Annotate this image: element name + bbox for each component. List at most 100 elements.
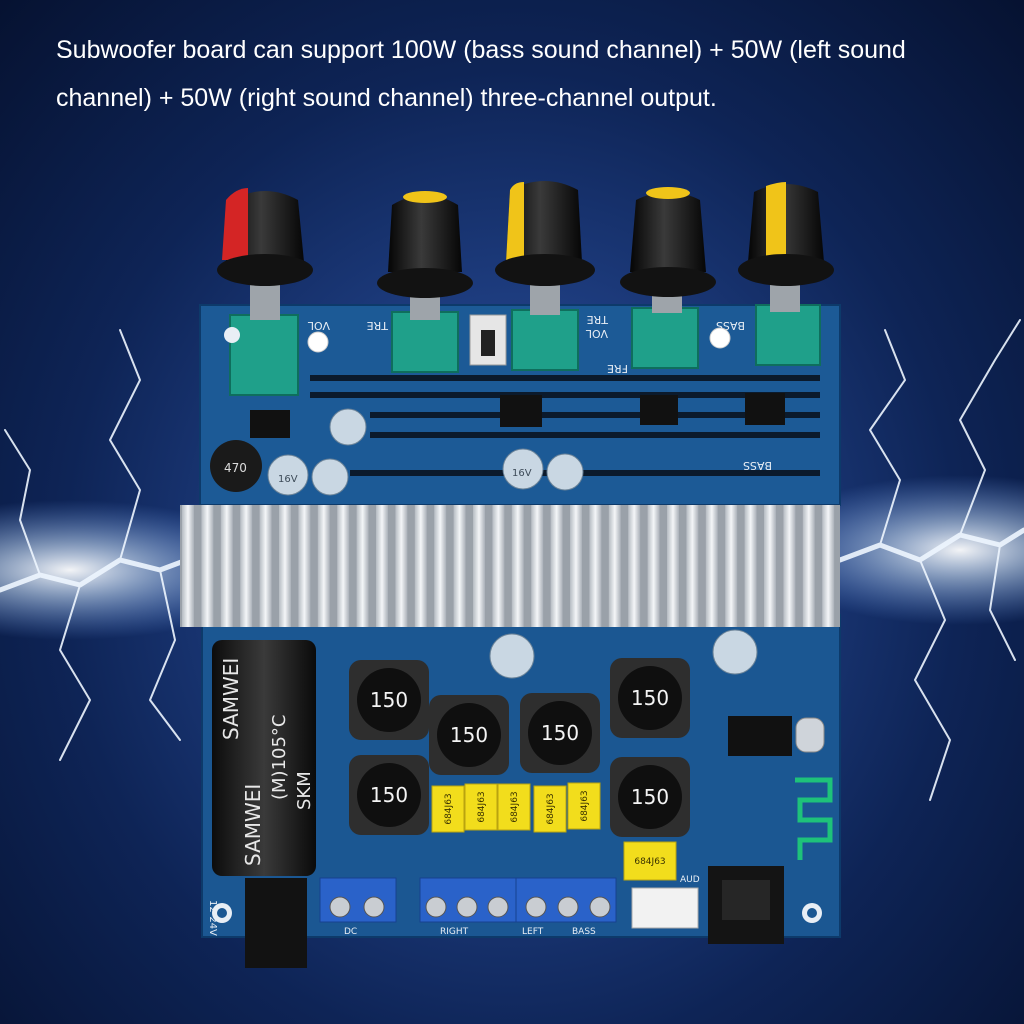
heatsink-fin	[492, 505, 505, 627]
choke-core	[437, 703, 501, 767]
main-capacitor: SAMWEI SAMWEI (M)105°C SKM	[212, 640, 316, 876]
film-capacitor-label: 684J63	[634, 857, 665, 867]
label-left-out: LEFT	[522, 927, 544, 937]
knob-tre-right[interactable]	[620, 187, 716, 313]
caption-text: Subwoofer board can support 100W (bass s…	[56, 36, 906, 112]
choke-label: 150	[631, 785, 669, 809]
cap-voltage-label: 16V	[512, 468, 532, 479]
screw-terminal	[425, 896, 447, 918]
knob-top-yellow	[646, 187, 690, 199]
ic-chip-2	[500, 395, 542, 427]
lightning-bolt-left-3	[109, 329, 141, 561]
label-fre: FRE	[607, 362, 628, 375]
knob-body	[506, 181, 582, 262]
knob-skirt	[377, 268, 473, 298]
screw-terminal	[329, 896, 351, 918]
smd-row-1	[310, 375, 820, 381]
terminal-block-dc[interactable]	[319, 877, 397, 923]
led-right	[709, 327, 731, 349]
capacitor-brand-1: SAMWEI	[241, 784, 265, 866]
heatsink-fin	[686, 505, 699, 627]
label-tre-left: TRE	[367, 319, 389, 332]
label-dc: DC	[344, 927, 357, 937]
heatsink-fin	[240, 505, 253, 627]
knob-bass-yellow[interactable]	[738, 182, 834, 312]
dc-power-jack[interactable]	[245, 878, 307, 968]
knob-body	[388, 195, 462, 272]
film-capacitor	[567, 782, 601, 830]
aux-header[interactable]	[631, 887, 699, 929]
heatsink-fin	[356, 505, 369, 627]
label-tre-right: TRE	[587, 313, 609, 326]
heatsink-fin	[822, 505, 835, 627]
knob-skirt	[495, 254, 595, 286]
film-capacitor	[533, 785, 567, 833]
knob-tre-left[interactable]	[377, 191, 473, 320]
heatsink-fin	[337, 505, 350, 627]
power-range-label: 12-24V	[207, 900, 218, 936]
choke-label: 150	[450, 723, 488, 747]
lightning-bolt-right-1	[837, 527, 1024, 563]
choke-label: 150	[631, 686, 669, 710]
electrolytic-cap-lower	[489, 633, 535, 679]
ic-chip-1	[250, 410, 290, 438]
choke-core	[357, 668, 421, 732]
ic-chip-4	[745, 393, 785, 425]
mounting-hole	[224, 327, 240, 343]
heatsink-fin	[570, 505, 582, 627]
crystal-oscillator	[795, 717, 825, 753]
electrolytic-cap	[502, 448, 544, 490]
heatsink-fin	[298, 505, 311, 627]
film-capacitor-label: 684J63	[477, 791, 487, 822]
heatsink-fin	[608, 505, 621, 627]
heatsink-fin	[511, 505, 524, 627]
label-vol-right: VOL	[585, 327, 608, 340]
heatsink-fin	[802, 505, 815, 627]
mounting-hole-inner	[217, 908, 227, 918]
electrolytic-cap	[267, 454, 309, 496]
heatsink-fin	[453, 505, 466, 627]
heatsink-fin	[628, 505, 641, 627]
potentiometer-4	[631, 307, 699, 369]
heatsink-fin	[201, 505, 214, 627]
amplifier-ic	[728, 716, 792, 756]
inductor-label: 470	[224, 461, 247, 475]
choke-core	[528, 701, 592, 765]
ic-chip-3	[640, 395, 678, 425]
label-aud: AUD	[680, 875, 700, 885]
smd-row-5	[350, 470, 820, 476]
screw-terminal	[589, 896, 611, 918]
potentiometer-2	[391, 311, 459, 373]
capacitor-temp: (M)105°C	[269, 715, 290, 801]
smd-row-4	[370, 432, 820, 438]
lightning-bolt-left-5	[149, 569, 181, 741]
choke-label: 150	[370, 783, 408, 807]
inductor-470	[210, 440, 262, 492]
lightning-bolt-right-2	[869, 329, 906, 546]
smd-row-3	[370, 412, 820, 418]
heatsink-fin	[220, 505, 233, 627]
label-bass-out: BASS	[572, 927, 596, 937]
film-capacitor-label: 684J63	[444, 793, 454, 824]
capacitor-series: SKM	[294, 771, 315, 810]
lightning-bolt-right-3	[959, 319, 1021, 536]
knob-master-red[interactable]	[217, 188, 313, 320]
lightning-bolt-left-1	[0, 552, 203, 593]
heatsink-fin	[589, 505, 602, 627]
knob-skirt	[620, 267, 716, 297]
film-capacitor	[623, 841, 677, 881]
potentiometer-5	[755, 304, 821, 366]
smd-row-2	[310, 392, 820, 398]
heatsink-fin	[395, 505, 408, 627]
heatsink-fin	[667, 505, 679, 627]
choke-core	[618, 765, 682, 829]
electrolytic-cap	[329, 408, 367, 446]
screw-terminal	[487, 896, 509, 918]
knob-shaft	[250, 280, 280, 320]
capacitor-body	[212, 640, 316, 876]
heatsink-fin	[531, 505, 544, 627]
knob-vol-yellow[interactable]	[495, 181, 595, 315]
